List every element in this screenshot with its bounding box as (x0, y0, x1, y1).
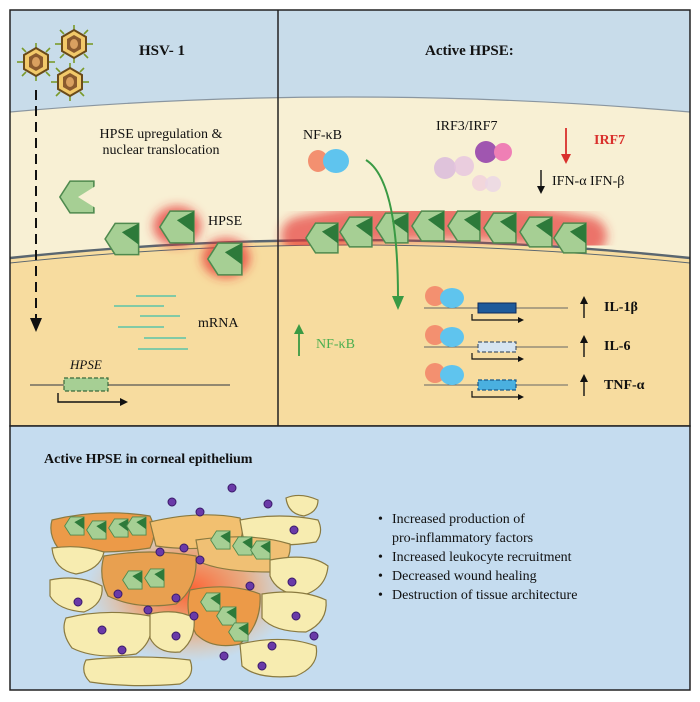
cytokine-gene-tnfa (424, 363, 568, 400)
cytokine-il1b-label: IL-1β (604, 300, 638, 315)
bullet-icon: • (378, 512, 383, 527)
cytokine-gene-il1b (424, 286, 568, 323)
cytokine-gene-il6 (424, 325, 568, 362)
irf7-icon (475, 141, 497, 163)
effect-item: •Increased production of pro-inflammator… (378, 512, 534, 546)
cell-membrane (9, 96, 691, 113)
nucleus (10, 240, 690, 426)
bullet-icon: • (378, 550, 383, 565)
bullet-icon: • (378, 588, 383, 603)
hpse-upregulation-label: HPSE upregulation & nuclear translocatio… (99, 127, 223, 159)
hpse-gene-label: HPSE (70, 357, 102, 372)
active-hpse-title: Active HPSE: (425, 43, 514, 59)
hsv1-title: HSV- 1 (139, 43, 185, 59)
bullet-icon: • (378, 569, 383, 584)
hpse-gene (63, 377, 109, 392)
effect-item: •Destruction of tissue architecture (378, 588, 578, 603)
virus-icon (54, 24, 94, 64)
irf7-label: IRF7 (594, 133, 626, 148)
nfkb-label: NF-κB (303, 128, 342, 143)
leukocytes (73, 483, 319, 671)
irf3-icon (434, 157, 456, 179)
mrna-strands (114, 295, 188, 350)
virus-icon (50, 62, 90, 102)
hpse-label: HPSE (208, 214, 243, 229)
translocation-arrow (365, 159, 399, 299)
cytokine-il6-label: IL-6 (604, 339, 631, 354)
irf3-irf7-label: IRF3/IRF7 (436, 119, 498, 134)
effect-item: •Decreased wound healing (378, 569, 537, 584)
nfkb-subunit-icon (308, 150, 328, 172)
cytokine-tnfa-label: TNF-α (604, 378, 645, 393)
effects-list: •Increased production of pro-inflammator… (378, 510, 577, 605)
mrna-label: mRNA (198, 316, 239, 331)
transcription-arrow (57, 393, 122, 403)
effect-item: •Increased leukocyte recruitment (378, 550, 572, 565)
nfkb-up-label: NF-κB (316, 337, 355, 352)
ifn-label: IFN-α IFN-β (552, 174, 625, 189)
corneal-epithelium-title: Active HPSE in corneal epithelium (44, 452, 253, 467)
nfkb-subunit-icon (323, 149, 349, 173)
virus-icon (16, 42, 56, 82)
